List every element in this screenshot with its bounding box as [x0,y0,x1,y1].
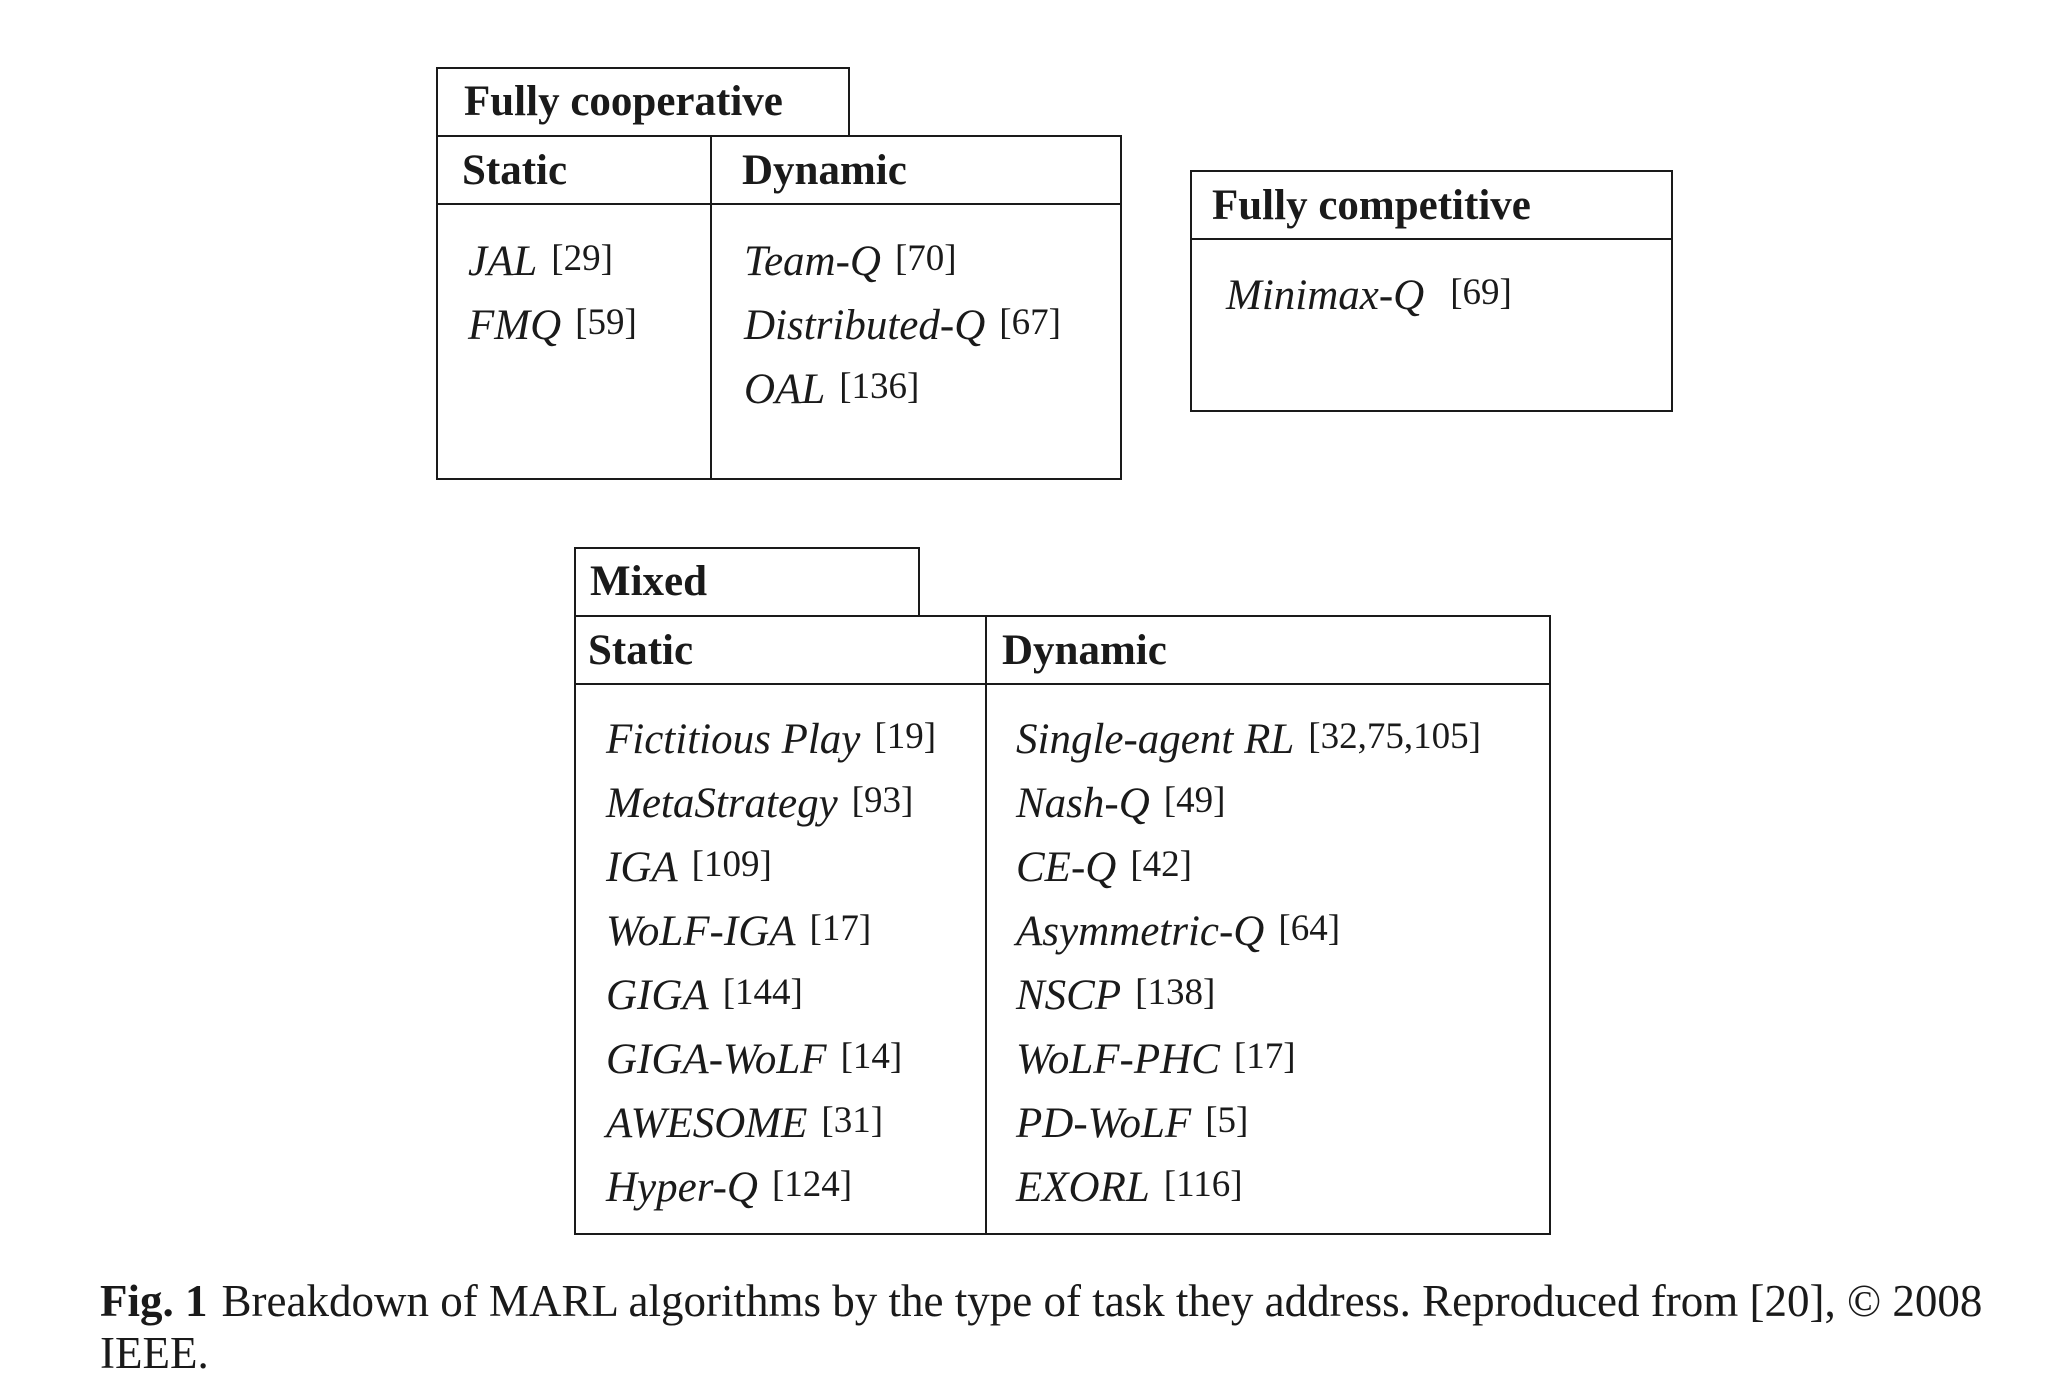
fully-competitive-list: Minimax-Q [69] [1226,262,1512,326]
algorithm-name: CE-Q [1016,844,1117,891]
list-item: GIGA [144] [606,962,936,1026]
algorithm-name: Fictitious Play [606,716,861,763]
fully-competitive-header-divider [1190,238,1673,240]
algorithm-name: JAL [468,238,538,285]
fully-cooperative-dynamic-list: Team-Q [70] Distributed-Q [67] OAL [136] [744,228,1061,420]
citation: [59] [575,302,637,343]
algorithm-name: OAL [744,366,826,413]
mixed-title-text: Mixed [590,558,708,605]
fully-cooperative-static-header: Static [462,147,568,194]
citation: [70] [894,238,957,279]
list-item: JAL [29] [468,228,637,292]
list-item: NSCP [138] [1016,962,1481,1026]
citation: [31] [821,1100,884,1141]
list-item: Asymmetric-Q [64] [1016,898,1481,962]
list-item: IGA [109] [606,834,936,898]
mixed-static-list: Fictitious Play [19] MetaStrategy [93] IGA… [606,706,936,1218]
algorithm-name: GIGA [606,972,709,1019]
citation: [116] [1163,1164,1243,1205]
algorithm-name: WoLF-IGA [606,908,796,955]
citation: [32,75,105] [1308,716,1481,757]
mixed-static-header: Static [588,627,694,674]
citation: [124] [771,1164,853,1205]
citation: [42] [1130,844,1192,885]
citation: [17] [809,908,872,949]
algorithm-name: Nash-Q [1016,780,1150,827]
fully-cooperative-header-divider [436,203,1122,205]
algorithm-name: NSCP [1016,972,1122,1019]
fully-cooperative-static-list: JAL [29] FMQ [59] [468,228,637,356]
list-item: Nash-Q [49] [1016,770,1481,834]
list-item: OAL [136] [744,356,1061,420]
algorithm-name: EXORL [1016,1164,1150,1211]
fully-cooperative-title-text: Fully cooperative [464,78,783,125]
algorithm-name: WoLF-PHC [1016,1036,1220,1083]
algorithm-name: AWESOME [606,1100,808,1147]
algorithm-name: Hyper-Q [606,1164,758,1211]
citation: [14] [840,1036,903,1077]
list-item: PD-WoLF [5] [1016,1090,1481,1154]
list-item: WoLF-PHC [17] [1016,1026,1481,1090]
citation: [93] [851,780,914,821]
citation: [138] [1135,972,1216,1013]
mixed-box [574,615,1551,1235]
list-item: Minimax-Q [69] [1226,262,1512,326]
algorithm-name: FMQ [468,302,562,349]
algorithm-name: IGA [606,844,678,891]
list-item: EXORL [116] [1016,1154,1481,1218]
algorithm-name: PD-WoLF [1016,1100,1192,1147]
list-item: Fictitious Play [19] [606,706,936,770]
citation: [109] [691,844,772,885]
list-item: AWESOME [31] [606,1090,936,1154]
algorithm-name: MetaStrategy [606,780,838,827]
mixed-header-divider [574,683,1551,685]
list-item: Single-agent RL [32,75,105] [1016,706,1481,770]
fully-competitive-title: Fully competitive [1212,182,1531,229]
citation: [64] [1278,908,1341,949]
citation: [29] [551,238,613,279]
citation: [144] [722,972,803,1013]
citation: [69] [1450,272,1512,313]
fully-competitive-box [1190,170,1673,412]
algorithm-name: Single-agent RL [1016,716,1295,763]
algorithm-name: Asymmetric-Q [1016,908,1265,955]
mixed-dynamic-list: Single-agent RL [32,75,105] Nash-Q [49] CE… [1016,706,1481,1218]
fully-cooperative-dynamic-header: Dynamic [742,147,907,194]
fully-cooperative-column-divider [710,135,712,480]
algorithm-name: Team-Q [744,238,881,285]
figure-caption-text: Breakdown of MARL algorithms by the type… [100,1276,1983,1378]
list-item: FMQ [59] [468,292,637,356]
algorithm-name: Minimax-Q [1226,272,1425,319]
list-item: WoLF-IGA [17] [606,898,936,962]
list-item: Hyper-Q [124] [606,1154,936,1218]
list-item: Team-Q [70] [744,228,1061,292]
list-item: GIGA-WoLF [14] [606,1026,936,1090]
citation: [17] [1233,1036,1296,1077]
citation: [136] [839,366,920,407]
algorithm-name: Distributed-Q [744,302,986,349]
fully-cooperative-title: Fully cooperative [436,67,850,137]
list-item: CE-Q [42] [1016,834,1481,898]
figure-label: Fig. 1 [100,1276,208,1326]
mixed-title: Mixed [574,547,920,617]
mixed-dynamic-header: Dynamic [1002,627,1167,674]
fully-cooperative-box [436,135,1122,480]
citation: [19] [874,716,937,757]
mixed-column-divider [985,615,987,1235]
citation: [49] [1163,780,1226,821]
citation: [5] [1205,1100,1249,1141]
list-item: MetaStrategy [93] [606,770,936,834]
citation: [67] [999,302,1061,343]
list-item: Distributed-Q [67] [744,292,1061,356]
algorithm-name: GIGA-WoLF [606,1036,827,1083]
